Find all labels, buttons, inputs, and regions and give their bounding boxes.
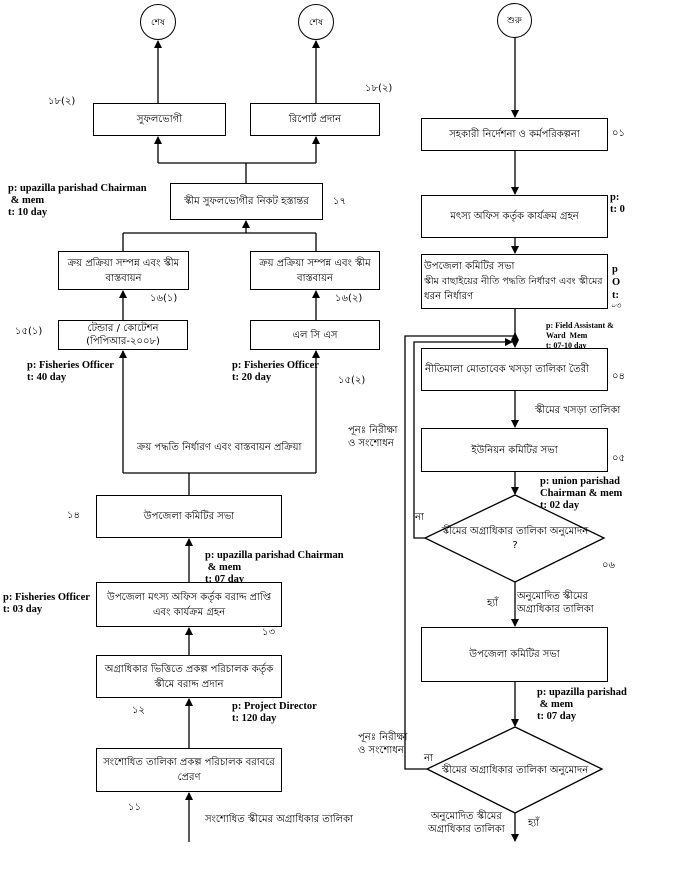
step-03-committee-policy: উপজেলা কমিটির সভা স্কীম বাছাইয়ের নীতি প… — [421, 254, 608, 309]
step-text: নীতিমালা মোতাবেক খসড়া তালিকা তৈরী — [425, 364, 589, 375]
step-text: অগ্রাধিকার ভিত্তিতে প্রকল্প পরিচালক কর্ত… — [104, 663, 274, 690]
step-number: ১৩ — [262, 627, 275, 638]
responsibility-note: p: Fisheries Officer t: 20 day — [232, 360, 319, 383]
step-number: ১৬(২) — [335, 293, 363, 304]
step-text: ক্রয় প্রক্রিয়া সম্পন্ন এবং স্কীম বাস্ত… — [259, 257, 371, 284]
review-label: পূনঃ নিরীক্ষা ও সংশোধন — [348, 425, 398, 449]
step-16-2-implementation: ক্রয় প্রক্রিয়া সম্পন্ন এবং স্কীম বাস্ত… — [250, 251, 380, 290]
responsibility-note: p: Project Director t: 120 day — [232, 701, 317, 724]
step-number: ০৪ — [612, 371, 625, 382]
flow-label: অনুমোদিত স্কীমের অগ্রাধিকার তালিকা — [517, 591, 594, 615]
step-text: এল সি এস — [292, 329, 338, 341]
step-number: ১২ — [132, 705, 145, 716]
decision-text: স্কীমের অগ্রাধিকার তালিকা অনুমোদন — [441, 526, 589, 537]
yes-label: হ্যাঁ — [528, 818, 540, 829]
end-node-2: শেষ — [298, 4, 334, 40]
flow-label: স্কীমের খসড়া তালিকা — [535, 405, 621, 416]
responsibility-note: p: Fisheries Officer t: 40 day — [27, 360, 114, 383]
step-text: উপজেলা কমিটির সভা — [143, 511, 235, 522]
step-11-send-list: সংশোধিত তালিকা প্রকল্প পরিচালক বরাবরে প্… — [96, 748, 282, 792]
responsibility-note: p: Fisheries Officer t: 03 day — [3, 592, 90, 615]
step-text: টেন্ডার / কোটেশন (পিপিআর-২০০৮) — [86, 323, 160, 347]
flow-label: অনুমোদিত স্কীমের অগ্রাধিকার তালিকা — [428, 811, 505, 835]
step-01-guidance: সহকারী নির্দেশনা ও কর্মপরিকল্পনা — [421, 118, 608, 151]
responsibility-note: p: t: 0 — [610, 192, 625, 215]
step-number: ১৫(১) — [15, 326, 43, 337]
step-text: উপজেলা মৎস্য অফিস কর্তৃক বরাদ্দ প্রাপ্তি… — [107, 591, 271, 618]
end-label: শেষ — [309, 17, 323, 28]
procurement-label: ক্রয় পদ্ধতি নির্ধারণ এবং বাস্তবায়ন প্র… — [137, 442, 302, 453]
step-text: উপজেলা কমিটির সভা — [469, 649, 560, 660]
flow-label: সংশোধিত স্কীমের অগ্রাধিকার তালিকা — [205, 814, 353, 825]
step-02-fisheries-office: মৎস্য অফিস কর্তৃক কার্যক্রম গ্রহন — [421, 195, 608, 238]
step-number: ০১ — [612, 128, 625, 139]
end-node-1: শেষ — [140, 4, 176, 40]
step-number: ০৬ — [602, 560, 616, 571]
step-14-upazila-meeting: উপজেলা কমিটির সভা — [96, 495, 282, 538]
step-text: ধরন নির্ধারণ — [424, 291, 474, 302]
step-text: উপজেলা কমিটির সভা — [424, 261, 515, 272]
step-number: ১৪ — [67, 510, 80, 521]
decision-question-mark: ? — [512, 540, 518, 551]
responsibility-note: p: Field Assistant & Ward Mem t: 07-10 d… — [546, 321, 614, 350]
step-04-draft-list: নীতিমালা মোতাবেক খসড়া তালিকা তৈরী — [421, 348, 608, 391]
step-text: ইউনিয়ন কমিটির সভা — [471, 444, 558, 456]
no-label: না — [415, 512, 424, 523]
step-18-1-beneficiary: সুফলভোগী — [93, 103, 226, 136]
responsibility-note: p: upazilla parishad Chairman & mem t: 1… — [8, 183, 147, 218]
step-15-2-lcs: এল সি এস — [250, 320, 380, 350]
step-number: ০৩ — [611, 301, 622, 310]
step-16-1-implementation: ক্রয় প্রক্রিয়া সম্পন্ন এবং স্কীম বাস্ত… — [58, 251, 189, 290]
yes-label: হ্যাঁ — [487, 598, 499, 609]
step-text: স্কীম বাছাইয়ের নীতি পদ্ধতি নির্ধারণ এবং… — [424, 276, 603, 287]
step-07-upazila-meeting: উপজেলা কমিটির সভা — [421, 627, 608, 682]
step-15-1-tender: টেন্ডার / কোটেশন (পিপিআর-২০০৮) — [58, 320, 188, 350]
step-number: ১৮(২) — [365, 83, 393, 94]
review-label: পূনঃ নিরীক্ষা ও সংশোধন — [358, 732, 408, 756]
step-text: রিপোর্ট প্রদান — [288, 114, 342, 125]
step-number: ১৬(১) — [150, 293, 178, 304]
step-text: ক্রয় প্রক্রিয়া সম্পন্ন এবং স্কীম বাস্ত… — [67, 257, 180, 284]
start-node: শুরু — [497, 3, 532, 38]
step-number: ১১ — [128, 802, 141, 813]
step-text: মৎস্য অফিস কর্তৃক কার্যক্রম গ্রহন — [450, 211, 579, 222]
step-number: ০৫ — [612, 453, 625, 464]
responsibility-note: p: upazilla parishad Chairman & mem t: 0… — [205, 550, 344, 585]
responsibility-note: p: upazilla parishad & mem t: 07 day — [537, 687, 627, 722]
step-12-allocation: অগ্রাধিকার ভিত্তিতে প্রকল্প পরিচালক কর্ত… — [96, 655, 282, 698]
step-text: সহকারী নির্দেশনা ও কর্মপরিকল্পনা — [449, 129, 580, 140]
start-label: শুরু — [507, 16, 522, 26]
step-number: ১৫(২) — [338, 375, 366, 386]
step-05-union-meeting: ইউনিয়ন কমিটির সভা — [421, 428, 608, 472]
step-number: ১৭ — [333, 196, 346, 207]
end-label: শেষ — [151, 17, 165, 28]
no-label: না — [424, 753, 433, 764]
decision-text: স্কীমের অগ্রাধিকার তালিকা অনুমোদন — [441, 765, 589, 776]
step-text: সুফলভোগী — [136, 114, 183, 125]
responsibility-note: p O t: — [612, 264, 621, 301]
responsibility-note: p: union parishad Chairman & mem t: 02 d… — [540, 476, 623, 511]
step-18-2-report: রিপোর্ট প্রদান — [250, 103, 380, 136]
step-13-allocation-receipt: উপজেলা মৎস্য অফিস কর্তৃক বরাদ্দ প্রাপ্তি… — [96, 582, 282, 627]
step-text: সংশোধিত তালিকা প্রকল্প পরিচালক বরাবরে প্… — [103, 757, 275, 783]
step-number: ১৮(২) — [48, 96, 76, 107]
step-text: স্কীম সুফলভোগীর নিকট হস্তান্তর — [184, 196, 309, 207]
step-17-handover: স্কীম সুফলভোগীর নিকট হস্তান্তর — [170, 183, 323, 220]
